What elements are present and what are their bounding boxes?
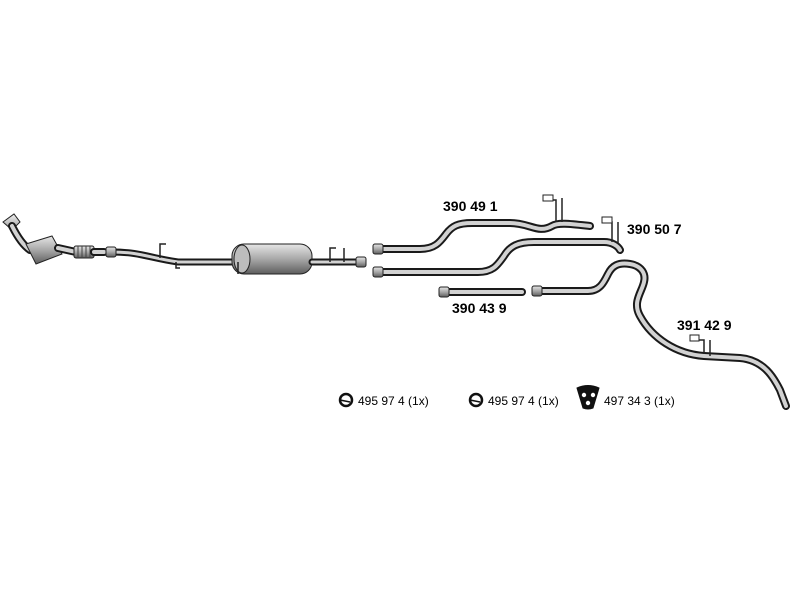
middle-pipe [108, 243, 236, 269]
accessory-label-clamp-1: 495 97 4 (1x) [358, 394, 429, 408]
catalytic-converter [2, 213, 108, 265]
clamp-icon [338, 392, 354, 408]
pipe-390-50-7 [374, 216, 624, 276]
center-silencer [231, 243, 366, 275]
part-label-391-42-9: 391 42 9 [677, 317, 732, 333]
accessory-label-clamp-2: 495 97 4 (1x) [488, 394, 559, 408]
part-label-390-49-1: 390 49 1 [443, 198, 498, 214]
accessory-label-rubber-hanger: 497 34 3 (1x) [604, 394, 675, 408]
part-label-390-50-7: 390 50 7 [627, 221, 682, 237]
pipe-390-49-1 [374, 194, 594, 253]
pipe-391-42-9 [532, 259, 790, 410]
rubber-hanger-icon [576, 385, 600, 410]
clamp-icon [468, 392, 484, 408]
part-label-390-43-9: 390 43 9 [452, 300, 507, 316]
pipe-end-sleeves [105, 243, 543, 298]
